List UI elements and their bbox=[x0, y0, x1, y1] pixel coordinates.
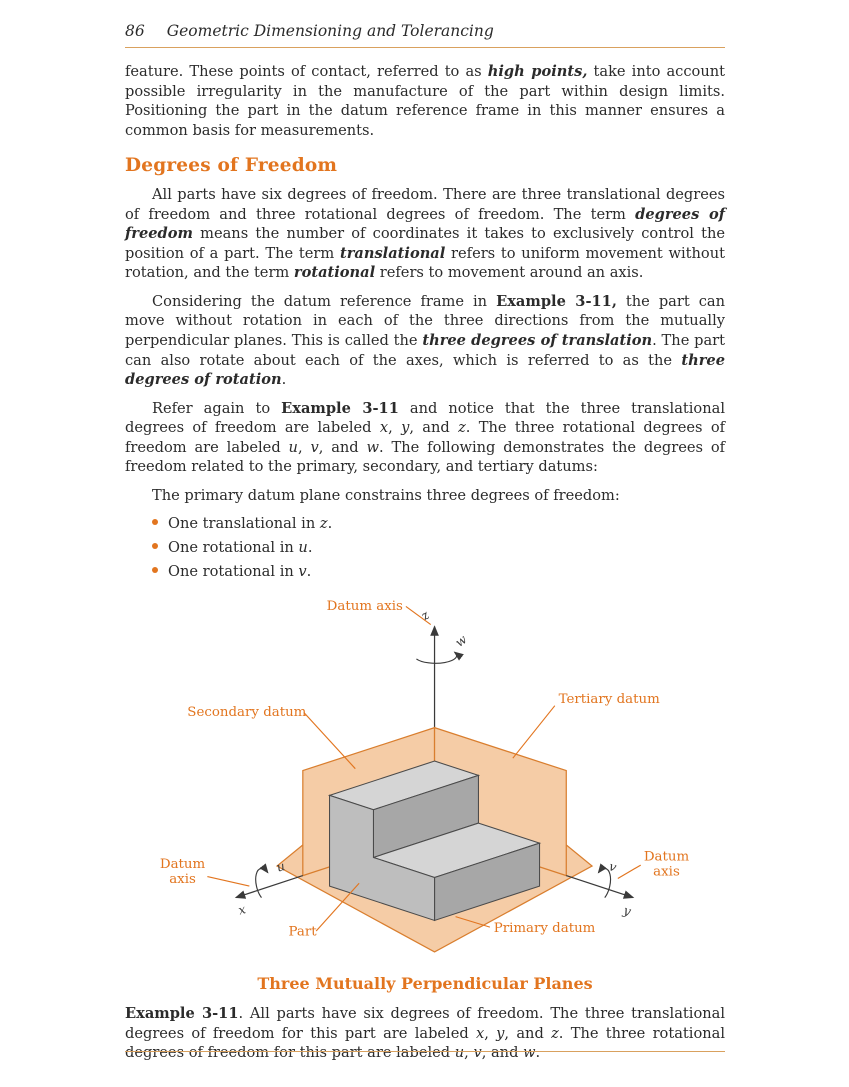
paragraph-dof-3: Refer again to Example 3-11 and notice t… bbox=[125, 399, 726, 476]
bullet-text: One rotational in v. bbox=[168, 563, 312, 581]
axis-letter-x: x bbox=[237, 901, 248, 917]
label-part: Part bbox=[289, 925, 318, 940]
label-secondary-datum: Secondary datum bbox=[187, 705, 306, 720]
label-datum-axis-left-1: Datum bbox=[160, 857, 206, 872]
bullet-text: One rotational in u. bbox=[168, 539, 313, 557]
paragraph-primary-datum: The primary datum plane constrains three… bbox=[152, 486, 620, 504]
leader-part bbox=[315, 883, 360, 932]
leader-secondary-datum bbox=[303, 712, 356, 770]
axis-letter-v: v bbox=[607, 858, 618, 874]
label-primary-datum: Primary datum bbox=[494, 921, 596, 936]
label-datum-axis-right-1: Datum bbox=[644, 849, 690, 864]
figure-example-3-11: z w x u v y bbox=[125, 594, 725, 993]
bullet-item: One translational in z. bbox=[152, 512, 725, 536]
section-heading: Degrees of Freedom bbox=[125, 155, 338, 177]
label-datum-axis-top: Datum axis bbox=[327, 599, 403, 614]
datum-axis-x bbox=[234, 875, 304, 899]
leader-datum-axis-top bbox=[405, 606, 432, 626]
page-number: 86 bbox=[125, 22, 145, 40]
axis-letter-w: w bbox=[452, 631, 470, 650]
bullet-item: One rotational in u. bbox=[152, 536, 725, 560]
label-datum-axis-left-2: axis bbox=[169, 872, 196, 887]
leader-primary-datum bbox=[455, 916, 491, 928]
bottom-rule bbox=[125, 1051, 725, 1052]
leader-datum-axis-left bbox=[207, 876, 250, 887]
running-header: 86 Geometric Dimensioning and Tolerancin… bbox=[125, 22, 725, 48]
running-title: Geometric Dimensioning and Tolerancing bbox=[166, 22, 494, 40]
axis-letter-u: u bbox=[275, 858, 287, 875]
paragraph-intro: feature. These points of contact, referr… bbox=[125, 63, 725, 139]
label-tertiary-datum: Tertiary datum bbox=[559, 692, 660, 707]
datum-axis-y bbox=[566, 875, 635, 899]
bullet-dot-icon bbox=[152, 567, 158, 574]
bullet-dot-icon bbox=[152, 519, 158, 526]
example-paragraph: Example 3-11. All parts have six degrees… bbox=[125, 1005, 726, 1062]
axis-letter-z: z bbox=[417, 607, 433, 624]
paragraph-dof-2: Considering the datum reference frame in… bbox=[125, 292, 726, 389]
leader-datum-axis-right bbox=[617, 864, 642, 880]
rotation-arrow-u bbox=[255, 863, 269, 899]
part-left-face bbox=[329, 794, 436, 922]
axis-letter-y: y bbox=[621, 902, 634, 919]
rotation-arrow-w bbox=[416, 651, 464, 664]
figure-caption: Three Mutually Perpendicular Planes bbox=[257, 974, 593, 994]
bullet-dot-icon bbox=[152, 543, 158, 550]
bullet-text: One translational in z. bbox=[168, 515, 333, 533]
label-datum-axis-right-2: axis bbox=[653, 865, 680, 880]
paragraph-dof-1: All parts have six degrees of freedom. T… bbox=[125, 186, 725, 282]
leader-tertiary-datum bbox=[512, 705, 556, 759]
rotation-arrow-v bbox=[597, 863, 612, 899]
bullet-list: One translational in z. One rotational i… bbox=[125, 512, 725, 584]
page-content: 86 Geometric Dimensioning and Tolerancin… bbox=[125, 22, 725, 1063]
figure-svg: z w x u v y bbox=[160, 599, 690, 953]
bullet-item: One rotational in v. bbox=[152, 560, 725, 584]
